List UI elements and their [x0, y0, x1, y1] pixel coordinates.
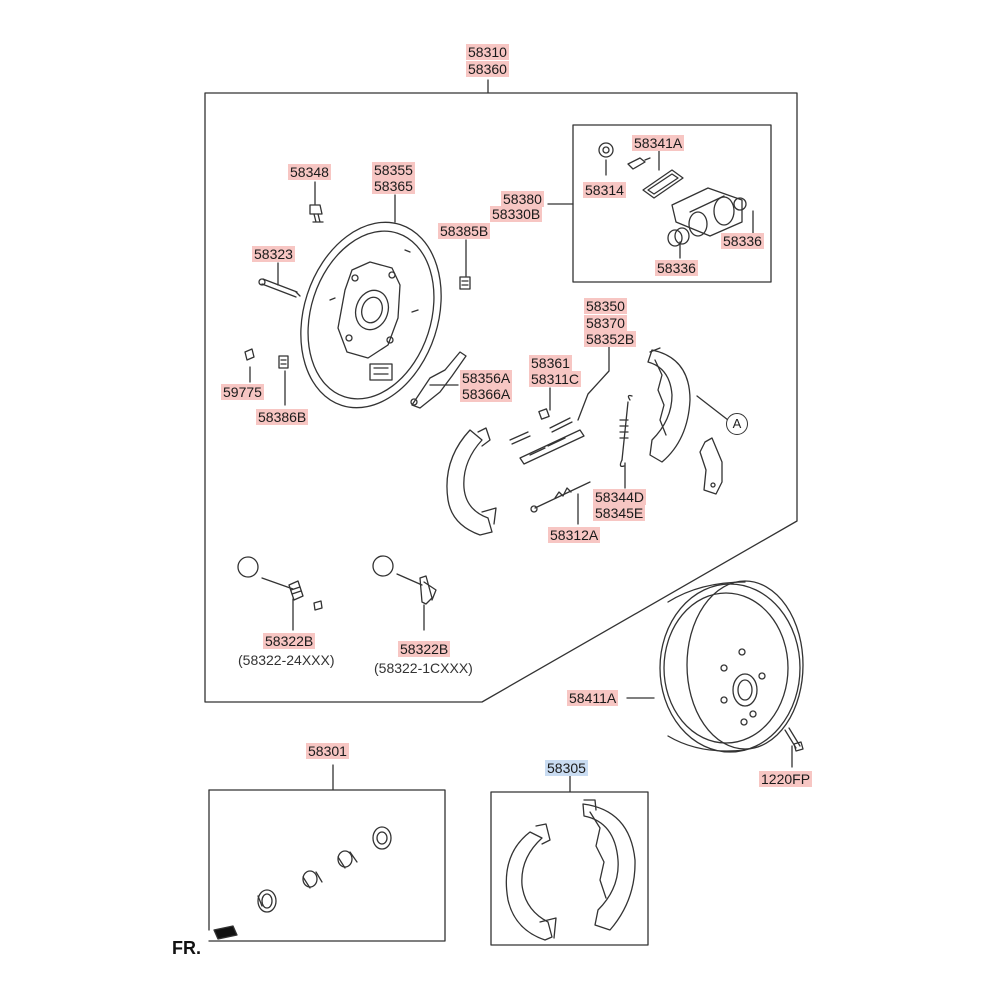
bolt-cylinder-part	[627, 157, 651, 170]
spring-58312a-part	[530, 481, 591, 513]
label-58322b-left[interactable]: 58322B	[263, 633, 316, 649]
retainer-left-part	[237, 556, 323, 611]
front-indicator-label: FR.	[172, 938, 201, 958]
label-58386b[interactable]: 58386B	[256, 409, 309, 425]
bleeder-58385b-part	[459, 276, 471, 290]
kit-58301-box	[208, 764, 446, 942]
label-58322-1cxxx: (58322-1CXXX)	[374, 660, 473, 676]
label-58411a[interactable]: 58411A	[567, 690, 619, 706]
label-58345e[interactable]: 58345E	[593, 505, 646, 521]
label-58344d[interactable]: 58344D	[593, 489, 647, 505]
label-58348[interactable]: 58348	[288, 164, 331, 180]
pin-58386b-part	[278, 355, 289, 369]
label-58310[interactable]: 58310	[466, 44, 509, 60]
left-brake-shoe-part	[446, 427, 497, 536]
label-58305[interactable]: 58305	[545, 760, 588, 776]
bolt-58348-part	[309, 204, 324, 223]
label-58341a[interactable]: 58341A	[632, 135, 685, 151]
label-1220fp[interactable]: 1220FP	[759, 771, 813, 787]
label-58360[interactable]: 58360	[466, 61, 509, 77]
label-58322-24xxx: (58322-24XXX)	[238, 652, 335, 668]
backing-plate-part	[300, 221, 442, 409]
hook-spring-part	[619, 394, 633, 468]
label-58365[interactable]: 58365	[372, 178, 415, 194]
parking-lever-part	[410, 351, 467, 409]
label-58370[interactable]: 58370	[584, 315, 627, 331]
gasket-58341a-part	[642, 169, 684, 199]
label-58314[interactable]: 58314	[583, 182, 626, 198]
label-58301[interactable]: 58301	[306, 743, 349, 759]
brake-drum-part	[659, 580, 804, 753]
shoe-kit-parts	[505, 799, 636, 941]
label-58385b[interactable]: 58385B	[438, 223, 491, 239]
front-arrow	[213, 925, 238, 940]
main-assembly-outline	[204, 79, 798, 703]
shoe-kit-box	[490, 775, 649, 946]
label-58350[interactable]: 58350	[584, 298, 627, 314]
label-58336-bottom[interactable]: 58336	[655, 260, 698, 276]
label-58356a[interactable]: 58356A	[460, 370, 513, 386]
label-58336-right[interactable]: 58336	[721, 233, 764, 249]
right-brake-shoe-part	[647, 347, 691, 463]
label-58366a[interactable]: 58366A	[460, 386, 513, 402]
reference-circle-a: A	[726, 413, 748, 435]
bleed-screw-58314-part	[598, 142, 614, 158]
kit-58301-parts	[257, 826, 392, 913]
cup-59775-part	[244, 348, 255, 361]
label-58311c[interactable]: 58311C	[529, 371, 582, 387]
label-58361[interactable]: 58361	[529, 355, 572, 371]
label-58380[interactable]: 58380	[501, 191, 544, 207]
pin-58323-part	[258, 278, 301, 298]
boot-bottom-part	[667, 227, 690, 247]
label-58312a[interactable]: 58312A	[548, 527, 601, 543]
label-59775[interactable]: 59775	[221, 384, 264, 400]
label-58352b[interactable]: 58352B	[584, 331, 637, 347]
label-58355[interactable]: 58355	[372, 162, 415, 178]
label-58323[interactable]: 58323	[252, 246, 295, 262]
adjusting-lever-part	[699, 437, 723, 495]
label-58322b-right[interactable]: 58322B	[398, 641, 451, 657]
adjuster-part	[509, 408, 585, 465]
bolt-1220fp-part	[784, 727, 804, 752]
label-58330b[interactable]: 58330B	[490, 206, 543, 222]
wheel-cylinder-part	[671, 187, 747, 237]
retainer-right-part	[372, 555, 437, 605]
